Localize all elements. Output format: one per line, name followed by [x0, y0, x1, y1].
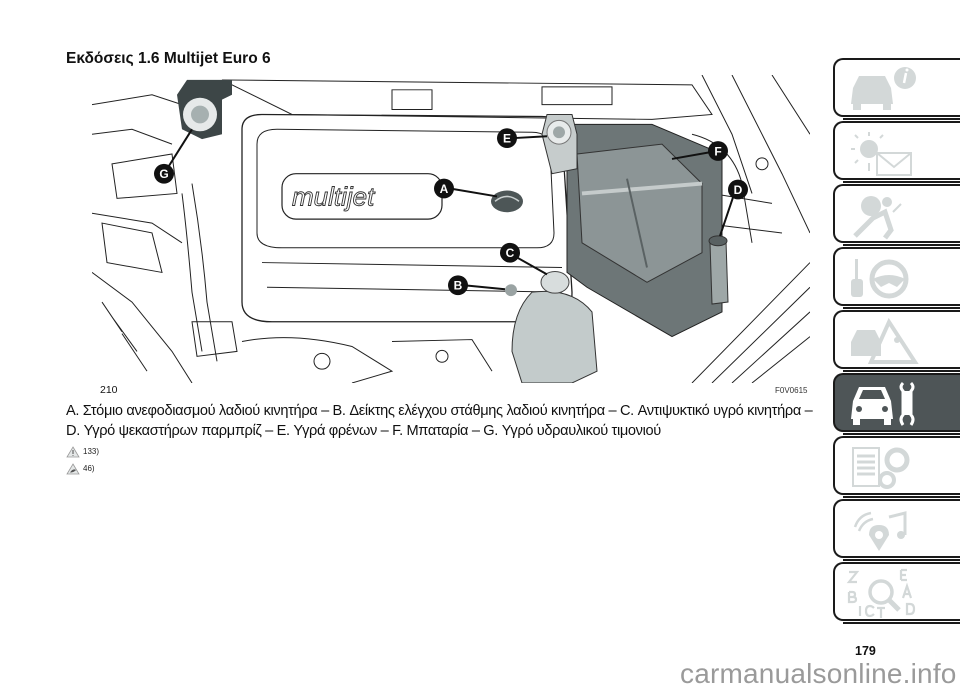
note-warning[interactable]: 133) — [66, 446, 99, 458]
warning-light-message-icon — [851, 132, 912, 176]
tab-warning-lights[interactable] — [833, 121, 960, 183]
callout-A: A — [434, 178, 454, 199]
airbag-seat-icon — [853, 196, 902, 240]
section-title: Εκδόσεις 1.6 Multijet Euro 6 — [66, 50, 271, 67]
svg-text:F: F — [714, 145, 721, 159]
caption-line-1: A. Στόμιο ανεφοδιασμού λαδιού κινητήρα –… — [66, 403, 813, 419]
callout-B: B — [448, 275, 468, 296]
tab-emergency[interactable] — [833, 310, 960, 372]
car-emergency-triangle-icon — [851, 317, 919, 364]
figure-code: F0V0615 — [775, 386, 808, 395]
svg-text:A: A — [440, 182, 449, 196]
figure-caption: A. Στόμιο ανεφοδιασμού λαδιού κινητήρα –… — [66, 401, 830, 441]
callout-E: E — [497, 128, 517, 149]
environment-leaf-icon — [66, 463, 80, 475]
engine-logo-text: multijet — [292, 183, 376, 211]
car-maintenance-wrench-icon — [851, 381, 915, 426]
note-ref: 133) — [83, 447, 100, 456]
page-number: 179 — [855, 644, 876, 658]
alphabetical-index-icon — [846, 568, 916, 618]
callout-G: G — [154, 163, 174, 184]
caption-line-2: D. Υγρό ψεκαστήρων παρμπρίζ – E. Υγρά φρ… — [66, 423, 661, 439]
warning-triangle-icon — [66, 446, 80, 458]
technical-data-gears-icon — [852, 447, 910, 489]
tab-starting-driving[interactable] — [833, 247, 960, 309]
figure-number: 210 — [100, 384, 118, 396]
tab-technical-data[interactable] — [833, 436, 960, 498]
note-environment[interactable]: 46) — [66, 463, 95, 475]
car-info-icon — [851, 67, 916, 110]
watermark[interactable]: carmanualsonline.info — [680, 658, 957, 689]
tab-car-info[interactable] — [833, 58, 960, 120]
svg-text:B: B — [454, 279, 463, 293]
key-steering-wheel-icon — [851, 259, 909, 299]
engine-bay-figure: multijet G A B C E F D — [92, 75, 810, 383]
note-ref: 46) — [83, 464, 95, 473]
svg-text:E: E — [503, 132, 511, 146]
callout-C: C — [500, 242, 520, 263]
tab-index[interactable] — [833, 562, 960, 624]
svg-text:C: C — [506, 246, 515, 260]
callout-D: D — [728, 179, 748, 200]
tab-safety[interactable] — [833, 184, 960, 246]
tab-maintenance[interactable] — [833, 373, 960, 435]
tab-multimedia[interactable] — [833, 499, 960, 561]
callout-F: F — [708, 141, 728, 161]
multimedia-music-icon — [853, 511, 907, 551]
svg-text:D: D — [734, 183, 743, 197]
svg-text:G: G — [159, 167, 168, 181]
